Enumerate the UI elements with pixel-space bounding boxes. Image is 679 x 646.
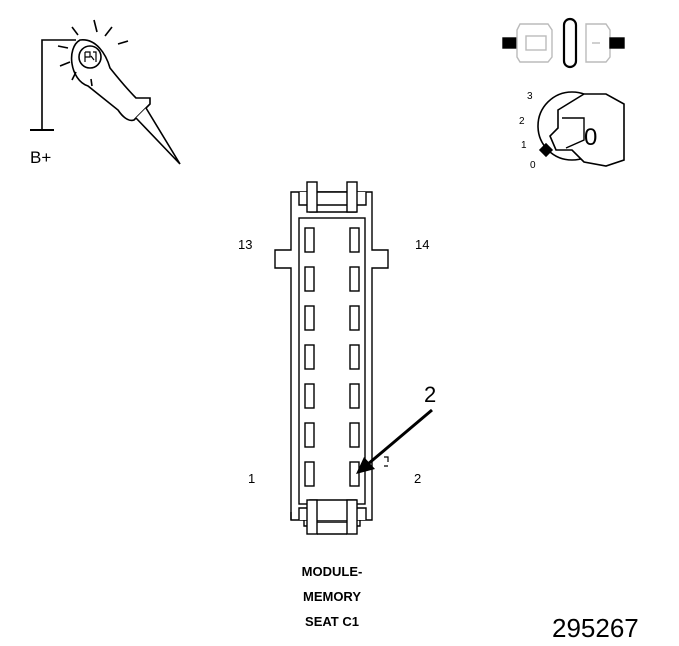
ignition-position-3: 3 [527, 91, 533, 102]
ignition-position-0: 0 [530, 160, 536, 171]
pin-cavities [304, 227, 360, 487]
supply-label: B+ [30, 148, 51, 167]
connector-body [274, 181, 389, 535]
ignition-position-2: 2 [519, 116, 525, 127]
pin-cavity [304, 227, 315, 253]
figure-number: 295267 [552, 613, 639, 643]
pin-cavity [304, 461, 315, 487]
pin-cavity [304, 266, 315, 292]
ignition-position-1: 1 [521, 140, 527, 151]
pin-cavity [304, 383, 315, 409]
test-lamp-icon [30, 19, 181, 165]
pin-cavity [304, 344, 315, 370]
pin-cavity [349, 266, 360, 292]
pin-label-13: 13 [238, 237, 252, 252]
pin-cavity [304, 422, 315, 448]
pin-cavity [349, 422, 360, 448]
pin-cavity [349, 227, 360, 253]
ignition-switch-icon [537, 91, 625, 167]
pin-label-2: 2 [414, 471, 421, 486]
callout-label: 2 [424, 382, 436, 407]
connector-name-line-3: SEAT C1 [305, 614, 359, 629]
connector-name-line-1: MODULE- [302, 564, 363, 579]
ignition-key-label: 0 [584, 124, 597, 151]
pin-label-1: 1 [248, 471, 255, 486]
pin-cavity [304, 305, 315, 331]
pin-cavity [349, 344, 360, 370]
connector-name-line-2: MEMORY [303, 589, 361, 604]
disconnected-connector-icon [502, 17, 625, 69]
pin-cavity [349, 383, 360, 409]
pin-label-14: 14 [415, 237, 429, 252]
pin-cavity [349, 305, 360, 331]
key-mark [384, 456, 389, 467]
callout-arrow [356, 408, 433, 474]
pin-cavity [349, 461, 360, 487]
